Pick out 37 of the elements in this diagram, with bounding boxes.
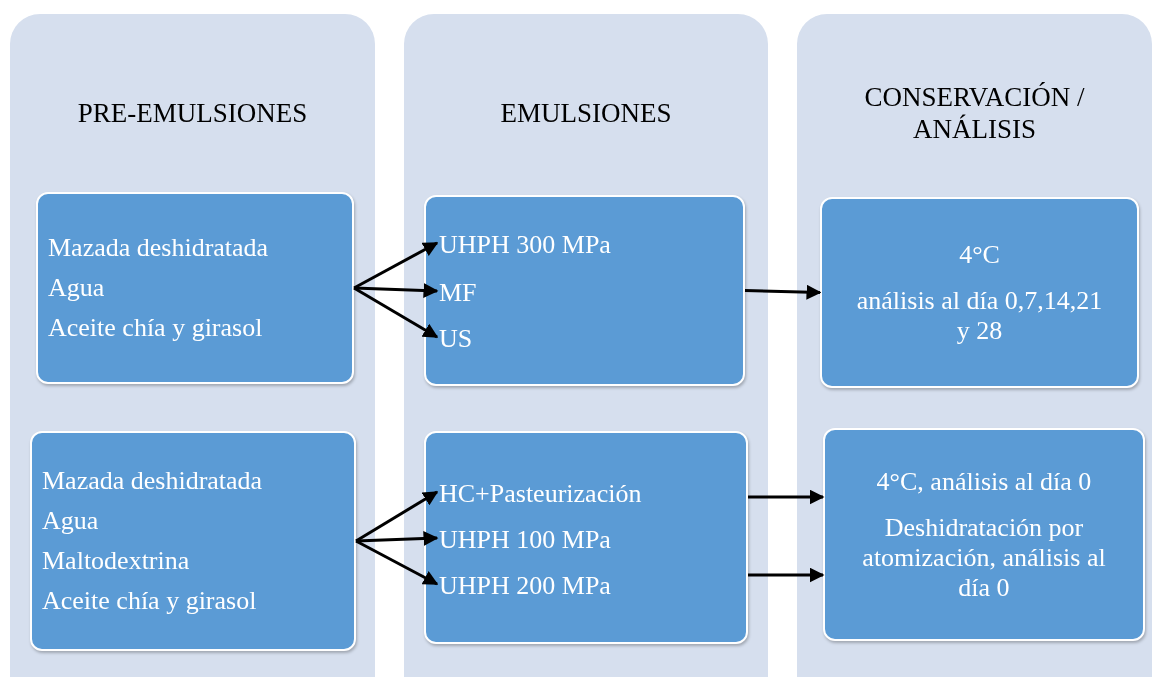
arrow bbox=[353, 283, 439, 298]
box-text: análisis al día 0,7,14,21 y 28 bbox=[855, 285, 1104, 346]
process-box bbox=[820, 197, 1139, 388]
method-label: UHPH 200 MPa bbox=[439, 567, 669, 605]
arrow bbox=[355, 539, 439, 586]
column-heading: EMULSIONES bbox=[499, 97, 673, 130]
arrow bbox=[355, 531, 439, 546]
process-box bbox=[36, 192, 354, 384]
arrow bbox=[353, 286, 439, 339]
arrow bbox=[748, 567, 825, 583]
box-text: Agua bbox=[42, 506, 99, 536]
column-panel bbox=[10, 14, 375, 677]
method-label: MF bbox=[439, 274, 499, 312]
column-heading: CONSERVACIÓN / ANÁLISIS bbox=[863, 81, 1086, 146]
method-label: US bbox=[439, 320, 499, 358]
column-panel bbox=[404, 14, 768, 677]
box-text: Agua bbox=[48, 273, 105, 303]
box-text: Aceite chía y girasol bbox=[48, 313, 263, 343]
process-box bbox=[424, 431, 748, 644]
box-text: Mazada deshidratada bbox=[48, 233, 269, 263]
box-text: Mazada deshidratada bbox=[42, 466, 263, 496]
box-text: 4°C, análisis al día 0 bbox=[876, 466, 1092, 497]
column-panel bbox=[797, 14, 1152, 677]
arrow bbox=[744, 284, 822, 300]
column-heading: PRE-EMULSIONES bbox=[76, 97, 309, 130]
arrow bbox=[353, 241, 439, 290]
process-box bbox=[30, 431, 356, 651]
box-text: Deshidratación por atomización, análisis al día 0 bbox=[861, 512, 1107, 603]
process-box bbox=[424, 195, 745, 386]
process-box bbox=[823, 428, 1145, 641]
method-label: UHPH 100 MPa bbox=[439, 521, 669, 559]
method-label: HC+Pasteurización bbox=[439, 475, 709, 513]
box-text: Maltodextrina bbox=[42, 546, 190, 576]
method-label: UHPH 300 MPa bbox=[439, 226, 669, 264]
arrow bbox=[748, 489, 825, 505]
box-text: 4°C bbox=[959, 239, 1000, 270]
box-text: Aceite chía y girasol bbox=[42, 586, 257, 616]
